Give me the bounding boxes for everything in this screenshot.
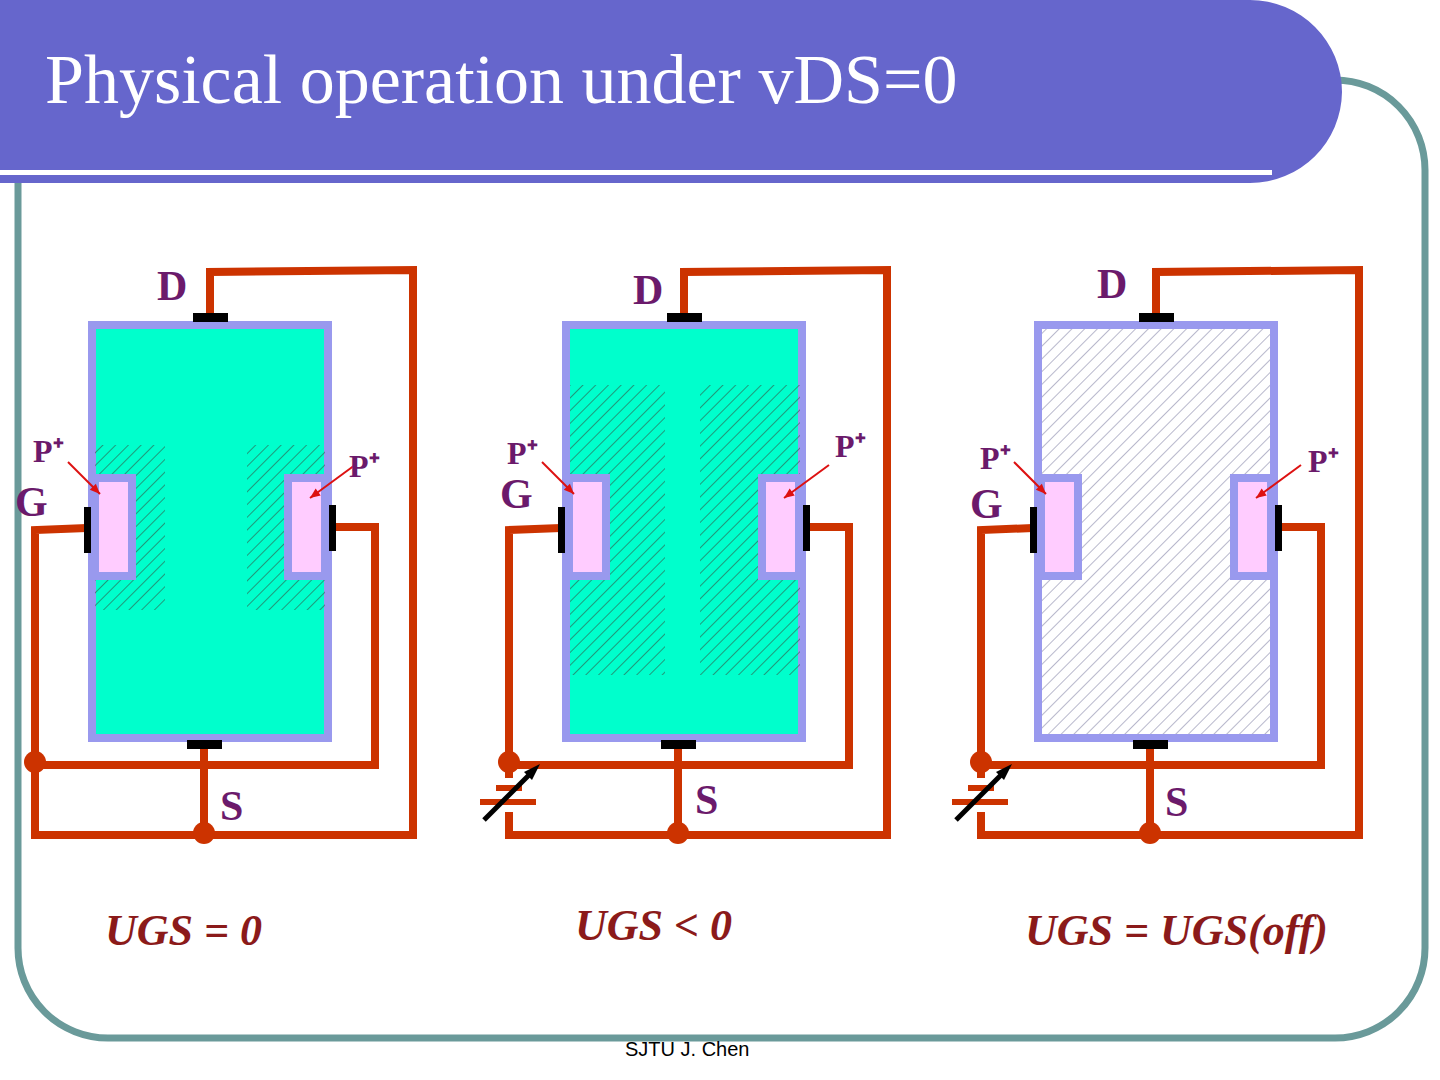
region-name: P⁺ <box>349 443 380 486</box>
slide-title: Physical operation under vDS=0 <box>45 40 957 120</box>
junction-dot <box>498 751 520 773</box>
terminal-name: D <box>633 266 663 314</box>
terminal-name: G <box>970 480 1003 528</box>
terminal-name: D <box>1097 260 1127 308</box>
region-name: P⁺ <box>980 435 1011 478</box>
leader-head <box>310 489 321 498</box>
p-gate <box>95 478 132 576</box>
depletion-region <box>247 445 325 610</box>
junction-dot <box>1139 822 1161 844</box>
region-name: P⁺ <box>835 423 866 466</box>
leader-head <box>564 484 574 494</box>
leader-head <box>90 484 100 494</box>
leader-line <box>784 465 829 498</box>
wire <box>674 744 682 833</box>
leader-head <box>1036 484 1046 494</box>
bias-condition: UGS = UGS(off) <box>1025 905 1328 956</box>
leader-line <box>310 465 355 498</box>
drain-contact <box>1139 313 1174 322</box>
p-gate <box>288 478 325 576</box>
slide-frame <box>18 80 1425 1038</box>
gate-contact <box>803 505 810 551</box>
leader-line <box>1014 462 1046 494</box>
wire <box>981 270 1359 835</box>
p-gate <box>762 478 799 576</box>
p-gate <box>1041 478 1078 576</box>
wire <box>200 744 208 833</box>
drain-contact <box>193 313 228 322</box>
gate-contact <box>1030 507 1037 553</box>
depletion-region <box>1042 329 1270 734</box>
wire <box>509 270 887 835</box>
terminal-name: G <box>500 470 533 518</box>
region-name: P⁺ <box>1308 438 1339 481</box>
terminal-name: S <box>1165 778 1188 826</box>
leader-line <box>68 462 100 494</box>
battery-plate <box>480 799 536 805</box>
junction-dot <box>970 751 992 773</box>
gate-contact <box>1275 505 1282 551</box>
terminal-name: S <box>220 782 243 830</box>
leader-line <box>1256 465 1301 498</box>
gate-contact <box>329 505 336 551</box>
variable-arrow-head <box>996 764 1012 780</box>
bias-condition: UGS = 0 <box>105 905 262 956</box>
n-channel <box>92 325 328 738</box>
gate-contact <box>84 507 91 553</box>
junction-dot <box>193 822 215 844</box>
terminal-name: D <box>157 262 187 310</box>
leader-head <box>784 489 795 498</box>
leader-line <box>542 462 574 494</box>
p-gate <box>1234 478 1271 576</box>
leader-head <box>1256 489 1267 498</box>
drain-contact <box>667 313 702 322</box>
title-bar <box>0 0 1342 183</box>
n-channel <box>566 325 802 738</box>
terminal-name: S <box>695 776 718 824</box>
gate-contact <box>558 507 565 553</box>
wire <box>35 270 413 835</box>
title-rule <box>0 170 1272 175</box>
depletion-region <box>95 445 165 610</box>
n-channel <box>1038 325 1274 738</box>
variable-arrow <box>484 772 532 820</box>
junction-dot <box>24 751 46 773</box>
source-contact <box>187 740 222 749</box>
bias-condition: UGS < 0 <box>575 900 732 951</box>
wire <box>1146 744 1154 833</box>
depletion-region <box>700 385 800 675</box>
variable-arrow-head <box>524 764 540 780</box>
variable-arrow <box>956 772 1004 820</box>
p-gate <box>569 478 606 576</box>
battery-plate <box>952 799 1008 805</box>
source-contact <box>1133 740 1168 749</box>
region-name: P⁺ <box>507 430 538 473</box>
region-name: P⁺ <box>33 428 64 471</box>
source-contact <box>661 740 696 749</box>
junction-dot <box>667 822 689 844</box>
footer-note: SJTU J. Chen <box>625 1038 749 1061</box>
terminal-name: G <box>15 478 48 526</box>
depletion-region <box>570 385 665 675</box>
